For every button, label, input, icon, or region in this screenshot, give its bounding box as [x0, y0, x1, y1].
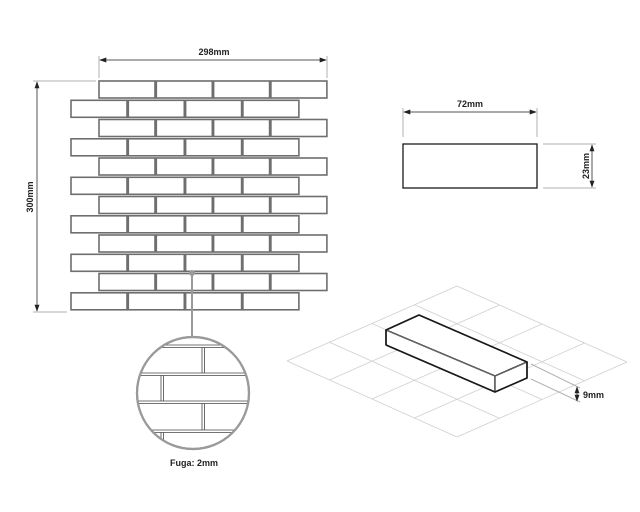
brick-tile — [184, 138, 243, 157]
sheet-width-label: 298mm — [198, 47, 229, 57]
brick-tile — [270, 272, 328, 292]
brick-tile — [127, 176, 186, 196]
brick-tile — [98, 234, 156, 253]
mosaic-sheet — [70, 80, 328, 311]
brick-tile — [70, 176, 128, 196]
brick-tile — [127, 291, 186, 311]
brick-tile — [212, 80, 271, 99]
brick-tile — [242, 215, 300, 234]
brick-tile — [212, 272, 271, 292]
brick-tile — [155, 80, 214, 99]
brick-tile — [184, 253, 243, 273]
brick-grid — [70, 80, 328, 311]
tile-height-label: 23mm — [581, 153, 591, 179]
single-tile-front-view: 72mm 23mm — [402, 99, 596, 189]
sheet-height-label: 300mm — [25, 181, 35, 212]
leader-dot — [189, 270, 195, 276]
brick-tile — [155, 272, 214, 292]
brick-tile — [70, 291, 128, 311]
tile-width-label: 72mm — [457, 99, 483, 109]
brick-tile — [127, 138, 186, 157]
brick-tile — [155, 118, 214, 138]
brick-tile — [212, 195, 271, 215]
thickness-label: 9mm — [583, 390, 604, 400]
brick-tile — [270, 234, 328, 253]
tile-rectangle — [402, 143, 538, 189]
extension-line-bottom — [530, 378, 581, 403]
detail-leader — [189, 270, 195, 337]
brick-tile — [98, 118, 156, 138]
brick-tile — [127, 99, 186, 119]
brick-tile — [212, 234, 271, 253]
brick-tile — [155, 157, 214, 176]
brick-tile — [127, 215, 186, 234]
brick-tile — [98, 195, 156, 215]
brick-tile — [127, 253, 186, 273]
joint-detail-magnifier: Fuga: 2mm — [135, 335, 251, 468]
brick-tile — [242, 99, 300, 119]
thickness-dimension: 9mm — [530, 363, 604, 403]
brick-tile — [70, 215, 128, 234]
joint-width-label: Fuga: 2mm — [170, 458, 218, 468]
brick-tile — [270, 80, 328, 99]
extension-line-top — [530, 363, 581, 389]
brick-tile — [184, 99, 243, 119]
grid-line — [456, 361, 628, 438]
brick-tile — [155, 195, 214, 215]
brick-tile — [242, 176, 300, 196]
sheet-height-dimension: 300mm — [25, 80, 96, 313]
brick-tile — [270, 195, 328, 215]
tile-width-dimension: 72mm — [402, 99, 538, 137]
brick-tile — [98, 272, 156, 292]
brick-tile — [98, 80, 156, 99]
brick-tile — [212, 118, 271, 138]
brick-tile — [155, 234, 214, 253]
brick-tile — [70, 99, 128, 119]
grid-line — [286, 360, 458, 438]
brick-tile — [184, 176, 243, 196]
isometric-view: 9mm — [286, 285, 628, 438]
brick-tile — [184, 215, 243, 234]
brick-tile — [270, 157, 328, 176]
brick-tile — [184, 291, 243, 311]
brick-tile — [242, 253, 300, 273]
brick-tile — [242, 291, 300, 311]
grid-line — [329, 341, 500, 419]
sheet-width-dimension: 298mm — [98, 47, 328, 78]
brick-tile — [98, 157, 156, 176]
brick-tile — [270, 118, 328, 138]
brick-tile — [242, 138, 300, 157]
tile-height-dimension: 23mm — [543, 143, 596, 189]
isometric-tile-block — [385, 314, 528, 393]
brick-tile — [70, 253, 128, 273]
brick-tile — [70, 138, 128, 157]
brick-tile — [212, 157, 271, 176]
